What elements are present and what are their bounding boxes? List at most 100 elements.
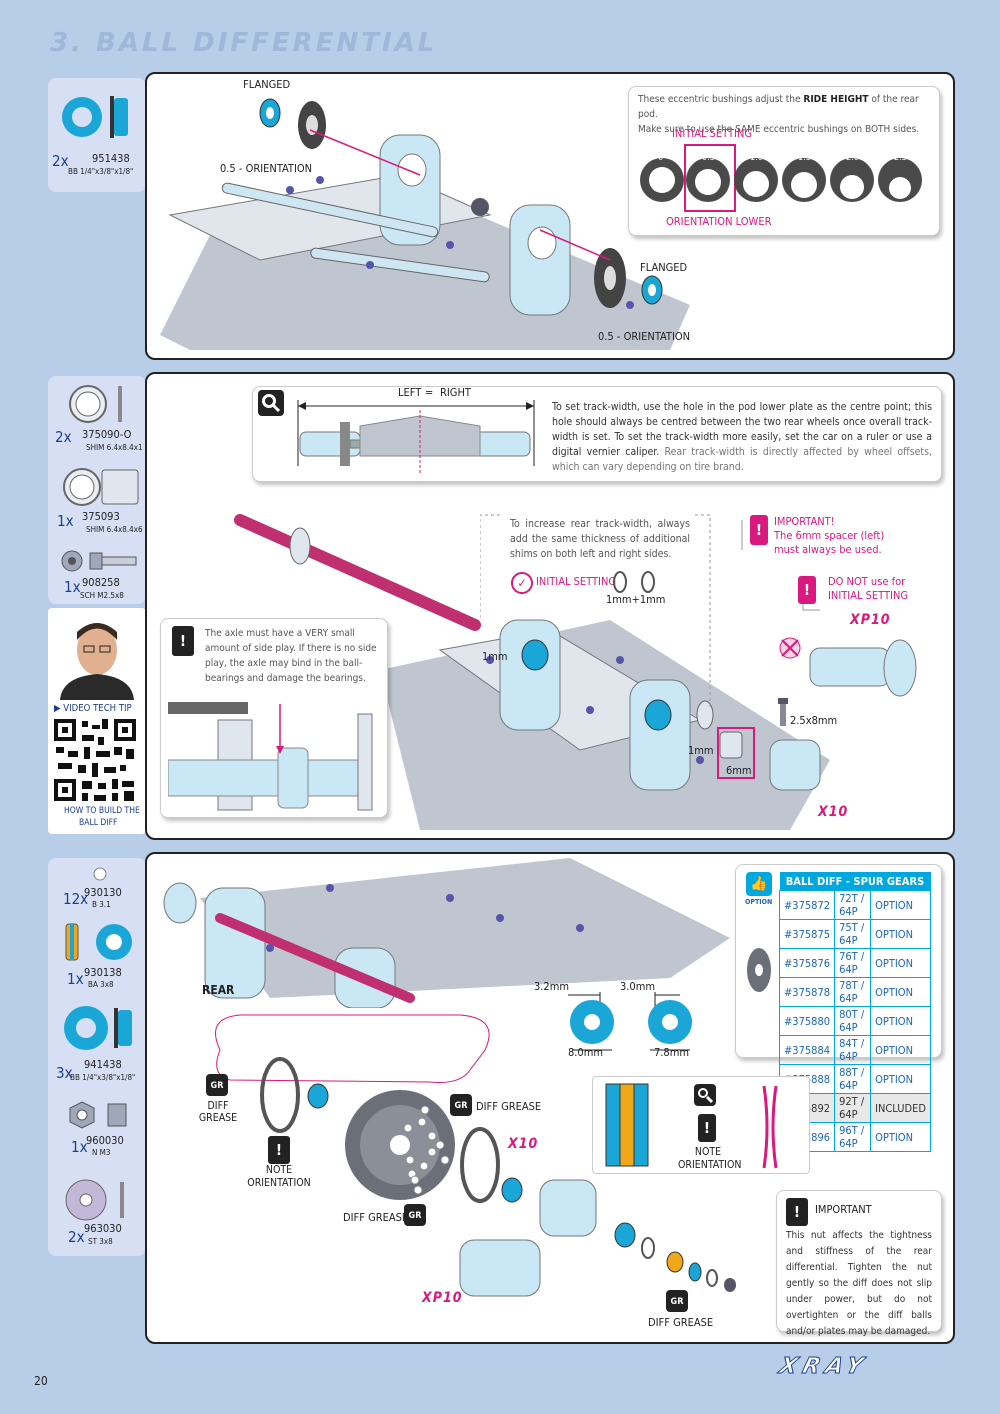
diff-grease-mid: DIFF GREASE (476, 1100, 542, 1113)
part-desc: BB 1/4"x3/8"x1/8" (70, 1073, 136, 1082)
bearing-icon (62, 96, 128, 138)
shim-icon (69, 385, 122, 423)
diff-grease-bottom: DIFF GREASE (648, 1316, 714, 1329)
important-text1: The 6mm spacer (left) (774, 529, 885, 542)
brand-xp10-step2: XP10 (850, 612, 891, 628)
gear-table-title: BALL DIFF - SPUR GEARS (779, 872, 931, 891)
label-right: RIGHT (440, 386, 471, 399)
brand-xp10-step3: XP10 (422, 1290, 463, 1306)
rear-axle-illustration (234, 514, 830, 830)
bushing-flanged-top (259, 98, 326, 149)
brand-x10-step3: X10 (508, 1136, 539, 1152)
part-desc: N M3 (92, 1148, 111, 1157)
part-number: 963030 (84, 1222, 122, 1235)
part-desc: BA 3x8 (88, 980, 114, 989)
bushing-2-0: 2.0 (846, 153, 859, 163)
eccentric-bushing-icons (640, 158, 922, 202)
screw-icon (61, 550, 137, 572)
washer-profile-detail (762, 1085, 778, 1169)
bushing-row: 0 0 0.5 1.0 1.5 2.0 2.5 (638, 144, 928, 212)
page-title: 3. BALL DIFFERENTIAL (50, 28, 438, 58)
label-left: LEFT (398, 386, 422, 399)
nut-icon (69, 1101, 127, 1129)
bearing-icon (64, 1006, 132, 1050)
label-1mm-a: 1mm (482, 650, 508, 663)
part-number: 908258 (82, 576, 120, 589)
diff-grease-left: DIFF GREASE (198, 1100, 238, 1124)
bushing-label-0: 0 (659, 148, 665, 158)
shim-note: To increase rear track-width, always add… (510, 518, 690, 560)
assembly-arrows-step1 (309, 129, 611, 261)
part-desc: SCH M2.5x8 (80, 591, 124, 600)
bushing-0: 0 (658, 153, 664, 163)
part-qty: 12x (63, 890, 89, 908)
axle-note-icon: ! (172, 626, 194, 656)
note-orientation-icon-left: ! (268, 1136, 290, 1164)
rear-pod-illustration (160, 134, 690, 350)
important-icon: ! (750, 515, 768, 545)
trackwidth-diagram (297, 400, 535, 474)
part-qty: 2x (68, 1228, 85, 1246)
dim-3-0mm: 3.0mm (620, 980, 656, 993)
grease-icon-bottom: GR (666, 1290, 688, 1312)
shim-pair-icon (613, 571, 655, 593)
important-nut-title: IMPORTANT (815, 1203, 872, 1216)
part-qty: 1x (64, 578, 81, 596)
label-flanged-top: FLANGED (243, 78, 291, 91)
grease-icon-center: GR (404, 1204, 426, 1226)
part-number: 930130 (84, 886, 122, 899)
donot-line1: DO NOT use for (828, 575, 906, 588)
brand-x10-step2: X10 (818, 804, 849, 820)
label-6mm: 6mm (726, 764, 752, 777)
bushing-1-5: 1.5 (798, 153, 811, 163)
important-text2: must always be used. (774, 543, 882, 556)
initial-setting-label: INITIAL SETTING (672, 127, 753, 140)
option-thumb-icon: 👍 (746, 872, 772, 896)
ride-height-info-box (628, 86, 940, 236)
donot-icon: ! (798, 576, 816, 604)
rear-label: REAR (202, 983, 235, 997)
initial-setting-label-step2: INITIAL SETTING (536, 575, 617, 588)
video-caption-line2: BALL DIFF (79, 818, 118, 828)
part-number: 941438 (84, 1058, 122, 1071)
trackwidth-text: To set track-width, use the hole in the … (552, 401, 933, 473)
label-screw-size: 2.5x8mm (790, 714, 838, 727)
label-orientation-top: 0.5 - ORIENTATION (220, 162, 313, 175)
page-number: 20 (34, 1374, 48, 1388)
option-label: OPTION (745, 898, 773, 906)
hub-xp10-illustration (779, 637, 917, 697)
video-tip-label[interactable]: ▶ VIDEO TECH TIP (54, 703, 132, 714)
diff-exploded-illustration (215, 1014, 736, 1297)
parts-tray-step1 (48, 78, 146, 192)
part-desc: ST 3x8 (88, 1237, 113, 1246)
bushing-0-5: 0.5 (702, 153, 715, 163)
thrust-bearing-icon (65, 923, 132, 961)
bushing-2-5: 2.5 (894, 153, 907, 163)
dim-3-2mm: 3.2mm (534, 980, 570, 993)
initial-shims-label: 1mm+1mm (606, 593, 666, 606)
part-qty: 2x (55, 428, 72, 446)
diff-grease-center: DIFF GREASE (343, 1211, 409, 1224)
label-flanged-bottom: FLANGED (640, 261, 688, 274)
label-orientation-bottom: 0.5 - ORIENTATION (598, 330, 691, 343)
dim-8-0mm: 8.0mm (568, 1046, 604, 1059)
thrust-bearing-detail (605, 1083, 649, 1167)
part-qty: 1x (67, 970, 84, 988)
qr-code[interactable] (52, 717, 138, 803)
part-number: 960030 (86, 1134, 124, 1147)
rear-pod-top-illustration (163, 858, 730, 1008)
note-orientation-left: NOTE ORIENTATION (247, 1164, 311, 1189)
part-desc: B 3.1 (92, 900, 111, 909)
diff-ring-dimensions (568, 992, 692, 1051)
axle-side-play-diagram (168, 702, 373, 811)
screw-detail (778, 698, 788, 726)
technician-photo (52, 612, 142, 700)
part-desc: BB 1/4"x3/8"x1/8" (68, 167, 134, 176)
grease-icon-mid: GR (450, 1094, 472, 1116)
note-orientation-icon-right: ! (698, 1114, 716, 1142)
